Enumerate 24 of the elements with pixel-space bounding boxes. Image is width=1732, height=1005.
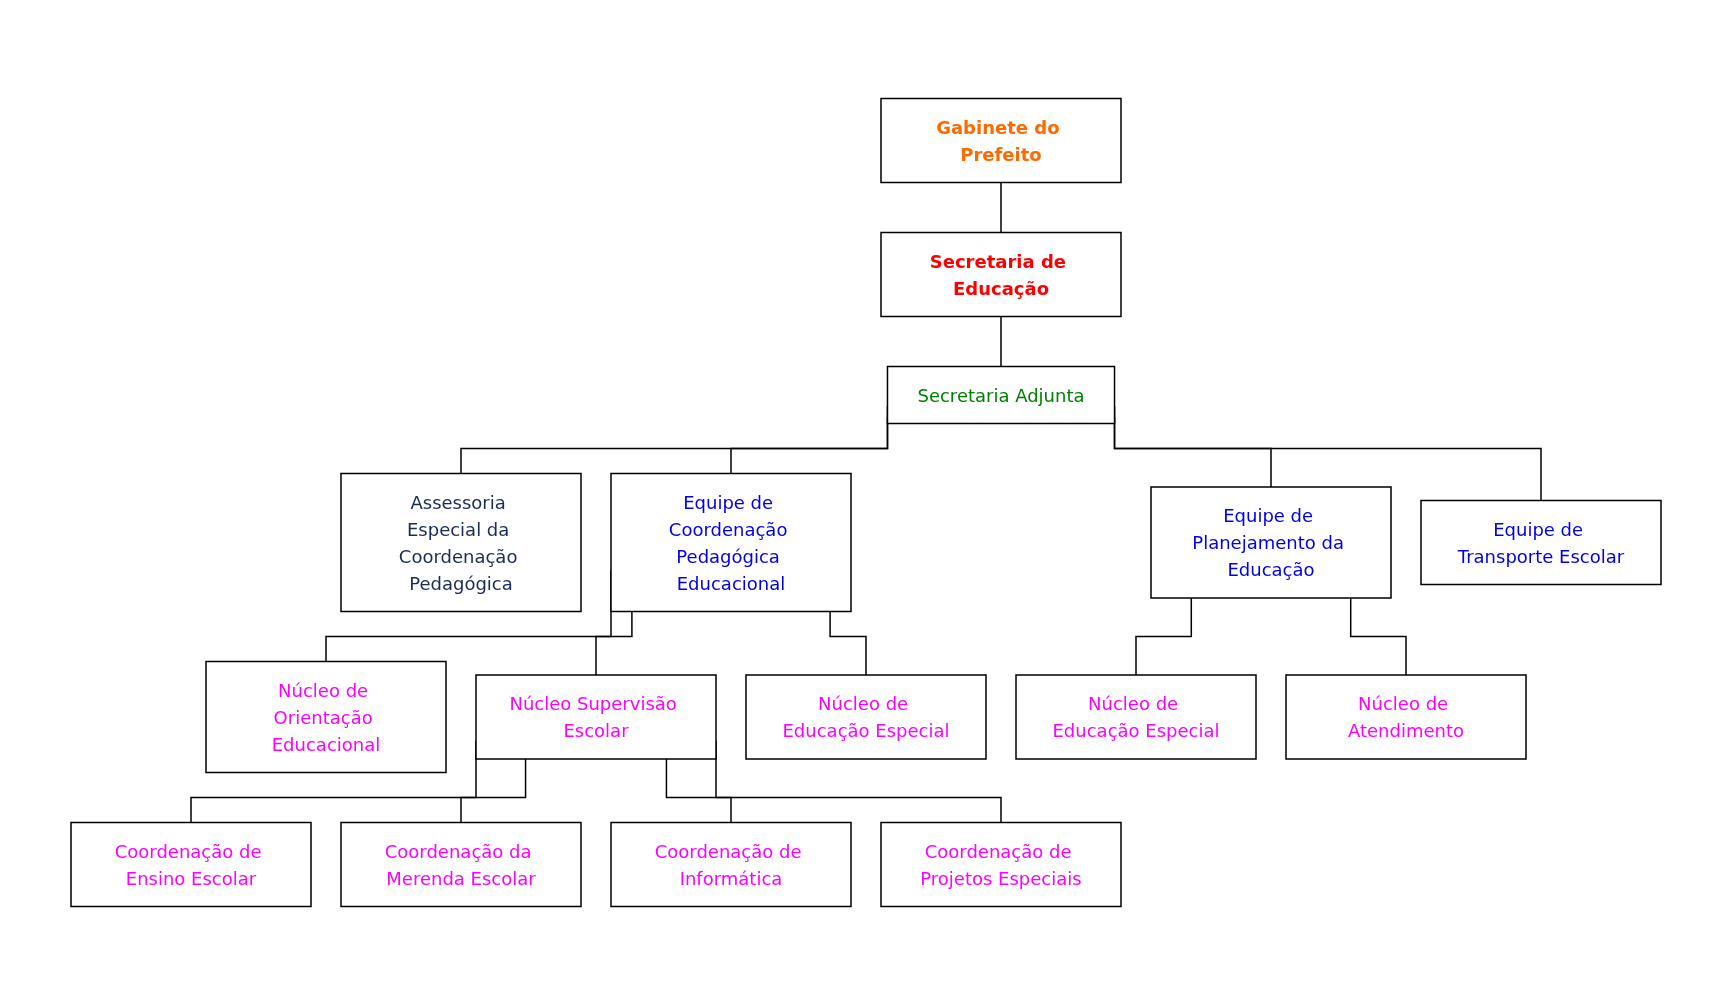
node-box: Equipe de Coordenação Pedagógica Educacional [610, 472, 852, 613]
node-box: Gabinete do Prefeito [880, 97, 1122, 184]
node-box: Núcleo de Educação Especial [745, 674, 987, 760]
node-box: Coordenação de Ensino Escolar [70, 821, 312, 908]
connector [460, 758, 527, 824]
node-box: Núcleo Supervisão Escolar [475, 674, 717, 760]
node-box: Coordenação de Informática [610, 821, 852, 908]
node-box: Secretaria de Educação [880, 231, 1122, 318]
node-box: Núcleo de Educação Especial [1015, 674, 1257, 760]
node-box: Coordenação da Merenda Escolar [340, 821, 582, 908]
connector [1000, 181, 1002, 234]
connector [1349, 597, 1407, 676]
connector [829, 610, 867, 676]
node-box: Secretaria Adjunta [886, 365, 1116, 425]
node-box: Núcleo de Atendimento [1285, 674, 1527, 760]
connector [1000, 315, 1002, 368]
connector [595, 610, 633, 676]
connector [665, 758, 732, 824]
node-box: Assessoria Especial da Coordenação Pedagógica [340, 472, 582, 613]
node-box: Coordenação de Projetos Especiais [880, 821, 1122, 908]
node-box: Equipe de Planejamento da Educação [1150, 486, 1392, 599]
node-box: Núcleo de Orientação Educacional [205, 660, 447, 774]
connector [1135, 597, 1193, 676]
node-box: Equipe de Transporte Escolar [1420, 499, 1662, 586]
